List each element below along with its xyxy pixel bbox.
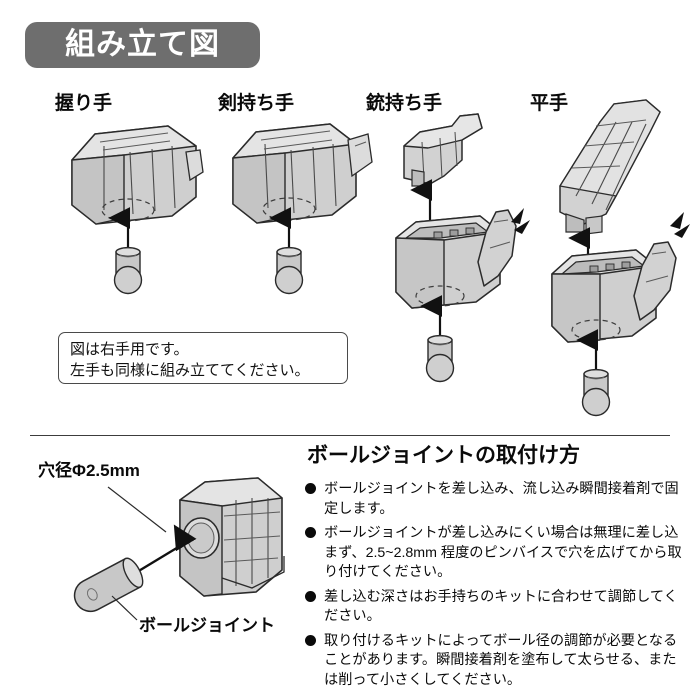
bullet-item: 差し込む深さはお手持ちのキットに合わせて調節してください。 bbox=[305, 588, 685, 627]
bullet-dot-icon bbox=[305, 590, 316, 602]
gun-hand-illustration bbox=[395, 113, 530, 383]
bullet-item: 取り付けるキットによってボール径の調節が必要となることがあります。瞬間接着剤を塗… bbox=[305, 632, 685, 691]
hand-label-sword: 剣持ち手 bbox=[218, 93, 295, 114]
flat-hand-fingers-part bbox=[559, 99, 661, 235]
howto-bullet-list: ボールジョイントを差し込み、流し込み瞬間接着剤で固定します。 ボールジョイントが… bbox=[305, 480, 685, 695]
hand-label-gun: 銃持ち手 bbox=[366, 93, 443, 114]
howto-heading: ボールジョイントの取付け方 bbox=[307, 444, 580, 467]
bullet-text: ボールジョイントを差し込み、流し込み瞬間接着剤で固定します。 bbox=[324, 481, 679, 517]
ball-joint-label: ボールジョイント bbox=[139, 616, 275, 635]
bullet-text: ボールジョイントが差し込みにくい場合は無理に差し込まず、2.5~2.8mm 程度… bbox=[324, 525, 682, 580]
bullet-dot-icon bbox=[305, 483, 316, 494]
hand-label-grip: 握り手 bbox=[55, 93, 113, 114]
page-title: 組み立て図 bbox=[65, 28, 220, 61]
gun-hand-finger-part bbox=[403, 113, 483, 187]
right-hand-note: 図は右手用です。 左手も同様に組み立ててください。 bbox=[58, 332, 348, 384]
hole-diameter-label: 穴径Φ2.5mm bbox=[38, 461, 140, 480]
bullet-text: 差し込む深さはお手持ちのキットに合わせて調節してください。 bbox=[324, 588, 678, 625]
section-divider bbox=[30, 435, 670, 436]
bullet-dot-icon bbox=[305, 527, 316, 538]
balljoint-detail-illustration bbox=[73, 477, 285, 621]
note-line-2: 左手も同様に組み立ててください。 bbox=[70, 362, 310, 379]
bullet-text: 取り付けるキットによってボール径の調節が必要となることがあります。瞬間接着剤を塗… bbox=[324, 632, 678, 688]
flat-hand-illustration bbox=[551, 99, 690, 417]
sword-hand-illustration bbox=[232, 123, 373, 295]
bullet-dot-icon bbox=[305, 634, 316, 646]
bullet-item: ボールジョイントが差し込みにくい場合は無理に差し込まず、2.5~2.8mm 程度… bbox=[305, 524, 685, 583]
bullet-item: ボールジョイントを差し込み、流し込み瞬間接着剤で固定します。 bbox=[305, 480, 685, 519]
page-title-banner: 組み立て図 bbox=[25, 22, 260, 68]
grip-hand-illustration bbox=[71, 125, 204, 295]
hand-label-flat: 平手 bbox=[530, 93, 569, 114]
note-line-1: 図は右手用です。 bbox=[70, 341, 189, 358]
